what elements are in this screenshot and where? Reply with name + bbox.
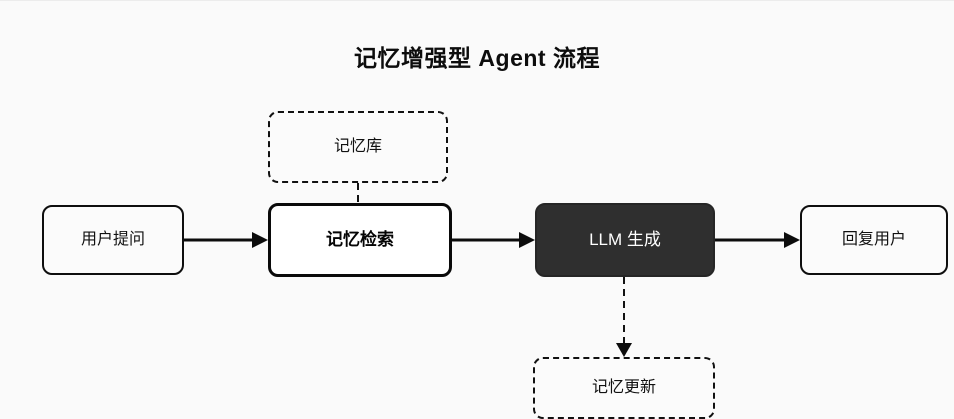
edge-retrieval-to-llm [452, 232, 535, 248]
node-reply[interactable]: 回复用户 [800, 205, 948, 275]
node-memory-update[interactable]: 记忆更新 [533, 357, 715, 419]
node-reply-label: 回复用户 [841, 231, 906, 249]
edge-llm-to-memory-update [616, 277, 632, 357]
node-memory-update-label: 记忆更新 [591, 379, 656, 397]
node-llm[interactable]: LLM 生成 [535, 203, 715, 277]
node-memory-bank-label: 记忆库 [333, 138, 382, 156]
node-user-query[interactable]: 用户提问 [42, 205, 184, 275]
page-title: 记忆增强型 Agent 流程 [354, 45, 600, 71]
node-retrieval-label: 记忆检索 [326, 229, 394, 249]
node-memory-bank[interactable]: 记忆库 [268, 111, 448, 183]
node-llm-label: LLM 生成 [589, 229, 661, 249]
node-user-query-label: 用户提问 [80, 231, 145, 249]
edge-llm-to-reply [715, 232, 800, 248]
node-retrieval[interactable]: 记忆检索 [268, 203, 452, 277]
edge-user-query-to-retrieval [184, 232, 268, 248]
